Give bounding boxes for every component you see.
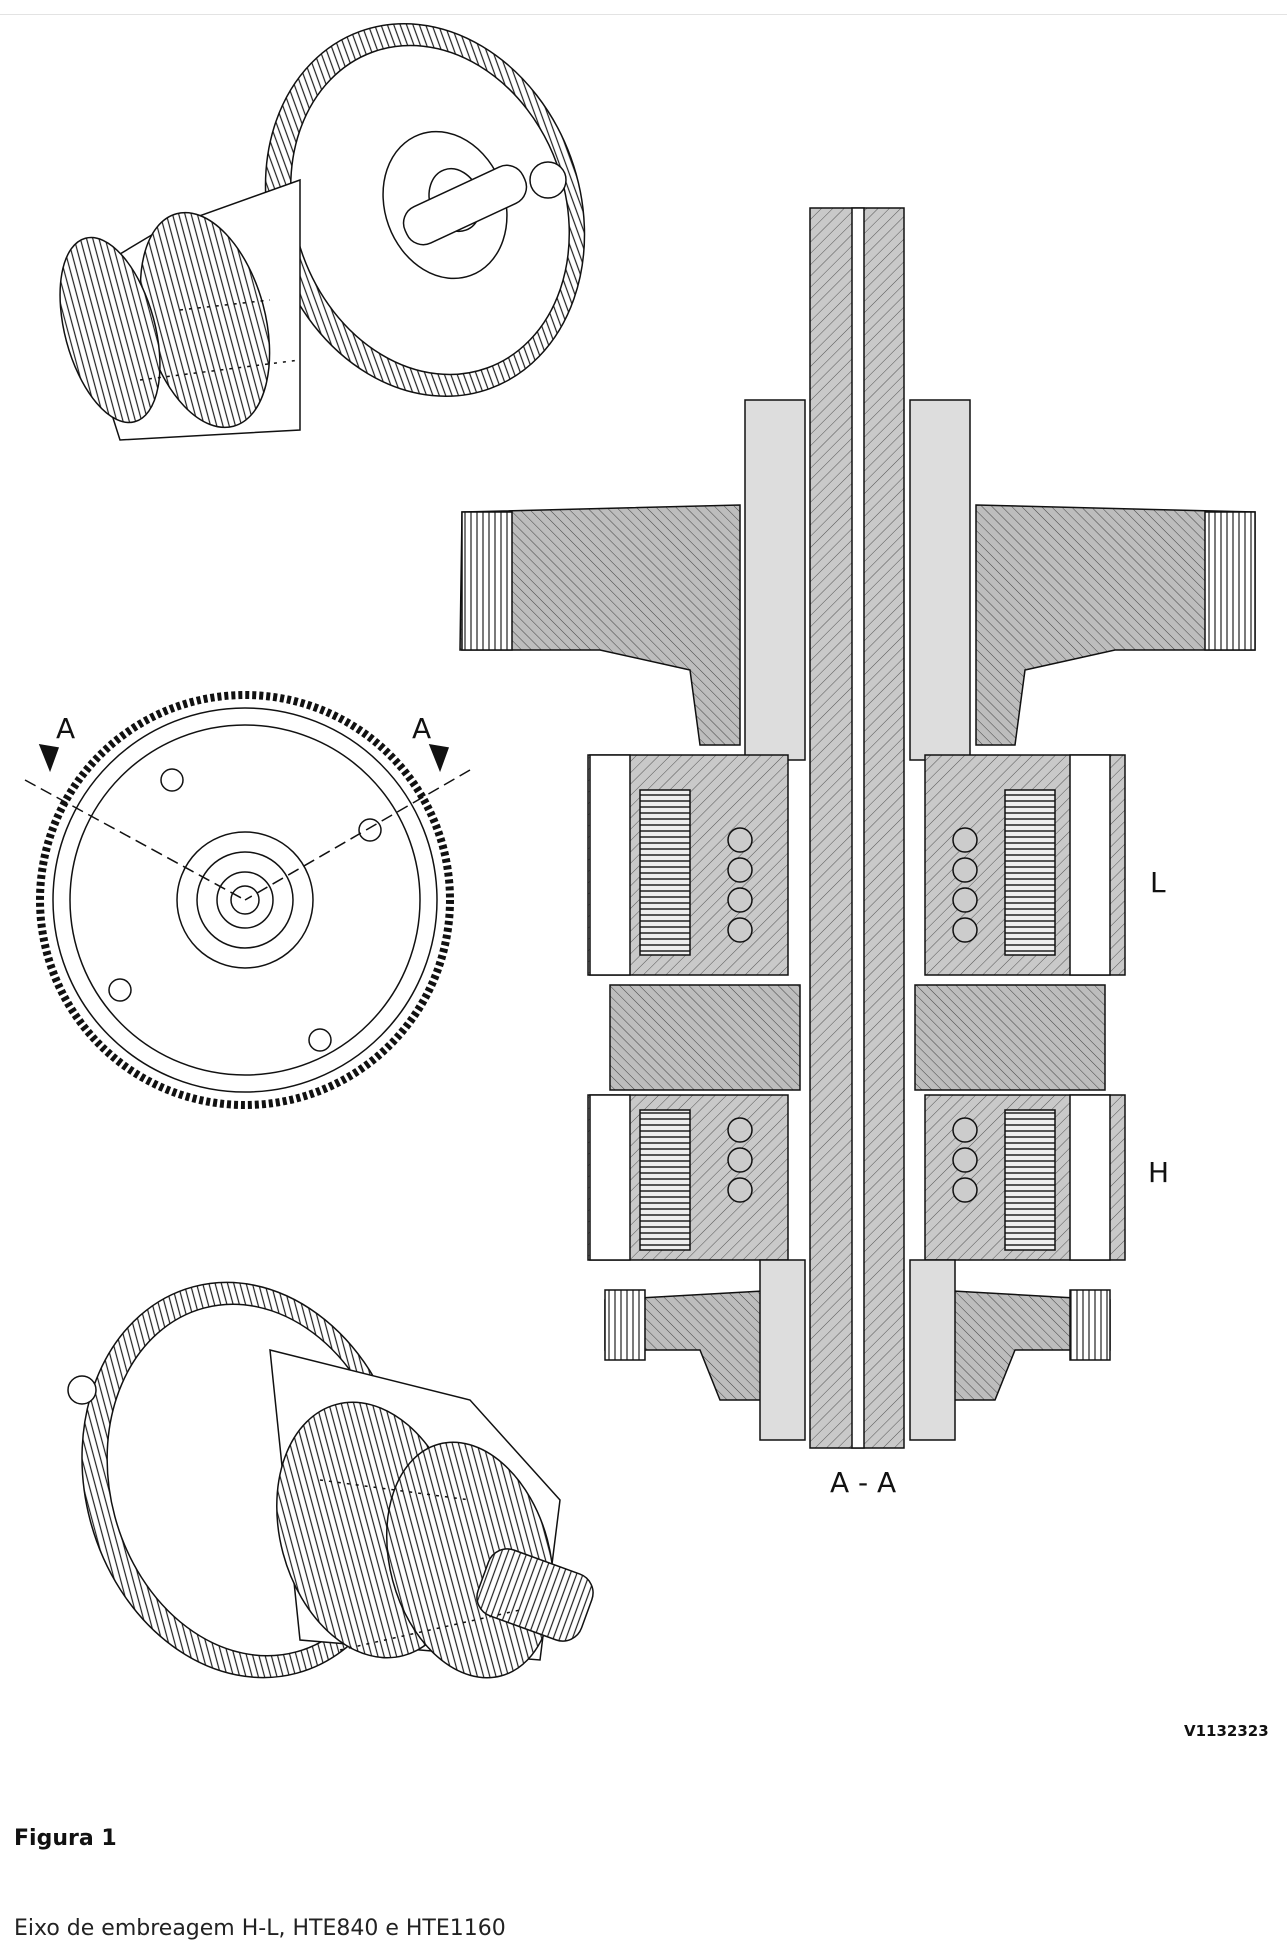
figure-caption: Eixo de embreagem H-L, HTE840 e HTE1160: [14, 1916, 506, 1941]
section-view-label: A - A: [830, 1466, 897, 1499]
section-marker-right: A: [412, 712, 432, 745]
isometric-view-top: [59, 23, 586, 441]
clutch-label-l: L: [1150, 866, 1166, 899]
clutch-label-h: H: [1148, 1156, 1170, 1189]
reference-code: V1132323: [1184, 1722, 1269, 1740]
front-view-gear: [24, 691, 471, 1109]
isometric-view-bottom: [67, 1281, 594, 1679]
section-marker-left: A: [56, 712, 76, 745]
technical-drawing: [24, 23, 1256, 1679]
top-divider: [0, 14, 1287, 15]
cross-section-view: [459, 207, 1256, 1449]
figure-title: Figura 1: [14, 1826, 117, 1851]
